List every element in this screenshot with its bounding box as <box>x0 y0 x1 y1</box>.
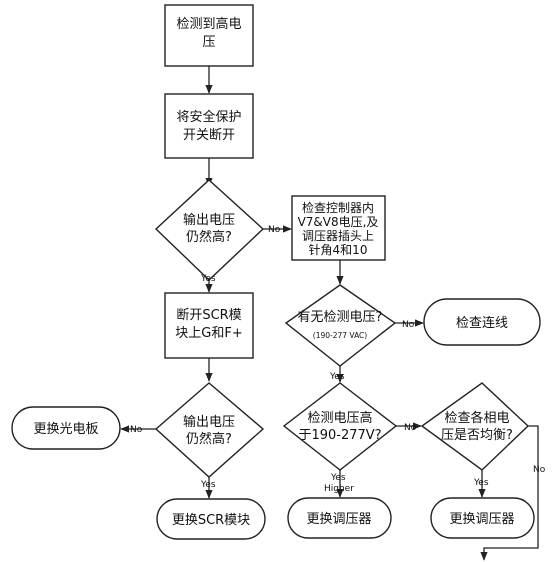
edge-label-decision1-yes: Yes <box>200 274 216 284</box>
edge-label-decision4-yes: Yes <box>330 473 346 483</box>
node-phases-balanced-line-2: 压是否均衡? <box>441 428 513 443</box>
node-detect-high-voltage-line-2: 压 <box>202 35 215 50</box>
node-output-still-high-2-line-1: 输出电压 <box>183 414 235 430</box>
node-phases-balanced-diamond <box>420 382 530 471</box>
node-output-still-high-2-diamond <box>154 382 265 478</box>
node-turn-off-safety-switch-line-2: 开关断开 <box>183 128 235 143</box>
node-detect-high-voltage-line-1: 检测到高电 <box>176 16 241 32</box>
node-check-controller-line-1: 检查控制器内 <box>302 200 374 215</box>
node-output-still-high-1-line-2: 仍然高? <box>186 229 232 245</box>
edge-label-decision5-yes: Yes <box>473 478 489 488</box>
node-disconnect-scr-line-1: 断开SCR模 <box>176 308 241 323</box>
node-turn-off-safety-switch-line-1: 将安全保护 <box>176 109 241 125</box>
node-check-controller-line-3: 调压器插头上 <box>302 229 374 243</box>
node-disconnect-scr-line-2: 块上G和F+ <box>175 326 242 341</box>
node-replace-scr-terminal <box>156 498 266 540</box>
node-voltage-higher-line-2: 于190-277V? <box>298 428 381 443</box>
edge-label-decision2-no: No <box>130 425 143 435</box>
node-replace-regulator-2-terminal <box>430 497 535 539</box>
node-voltage-higher-diamond <box>282 382 398 471</box>
shapes <box>11 4 541 540</box>
node-any-voltage-diamond <box>284 284 397 367</box>
node-replace-regulator-1-label: 更换调压器 <box>306 512 371 527</box>
edge-label-decision4-higher: Higher <box>324 484 354 494</box>
node-any-voltage-line-1: 有无检测电压? <box>298 310 383 325</box>
node-labels: 检测到高电 压 将安全保护 开关断开 输出电压 仍然高? 检查控制器内 V7&V… <box>33 16 514 528</box>
node-phases-balanced-line-1: 检查各相电 <box>444 410 509 426</box>
node-any-voltage-range: (190-277 VAC) <box>313 331 368 340</box>
node-disconnect-scr-box <box>164 292 254 359</box>
node-voltage-higher-line-1: 检测电压高 <box>307 410 372 426</box>
node-detect-high-voltage-box <box>164 4 254 67</box>
node-replace-scr-label: 更换SCR模块 <box>172 513 250 528</box>
connectors <box>120 66 539 561</box>
edge-label-decision3-yes: Yes <box>329 372 345 382</box>
node-output-still-high-1-diamond <box>154 179 265 281</box>
edge-label-decision5-no: No <box>533 465 546 475</box>
node-check-wiring-terminal <box>423 298 541 346</box>
edge-label-decision2-yes: Yes <box>200 480 216 490</box>
edge-label-decision3-no: No <box>402 320 415 330</box>
node-replace-regulator-1-terminal <box>287 497 392 539</box>
edge-label-decision1-no: No <box>268 225 281 235</box>
edge-label-decision4-no: No <box>404 423 417 433</box>
arrow-decision5-no <box>480 425 539 561</box>
node-replace-pcb-terminal <box>11 406 121 450</box>
node-check-controller-box <box>291 195 386 261</box>
node-check-controller-line-2: V7&V8电压,及 <box>298 215 379 229</box>
edge-labels: No Yes No Yes No Yes No Yes Higher No Ye… <box>130 225 546 494</box>
node-check-wiring-label: 检查连线 <box>456 315 508 331</box>
node-check-controller-line-4: 针角4和10 <box>309 242 368 257</box>
node-turn-off-safety-switch-box <box>164 93 254 159</box>
node-replace-regulator-2-label: 更换调压器 <box>449 512 514 527</box>
node-output-still-high-1-line-1: 输出电压 <box>183 212 235 228</box>
node-output-still-high-2-line-2: 仍然高? <box>186 431 232 447</box>
node-replace-pcb-label: 更换光电板 <box>33 422 98 437</box>
